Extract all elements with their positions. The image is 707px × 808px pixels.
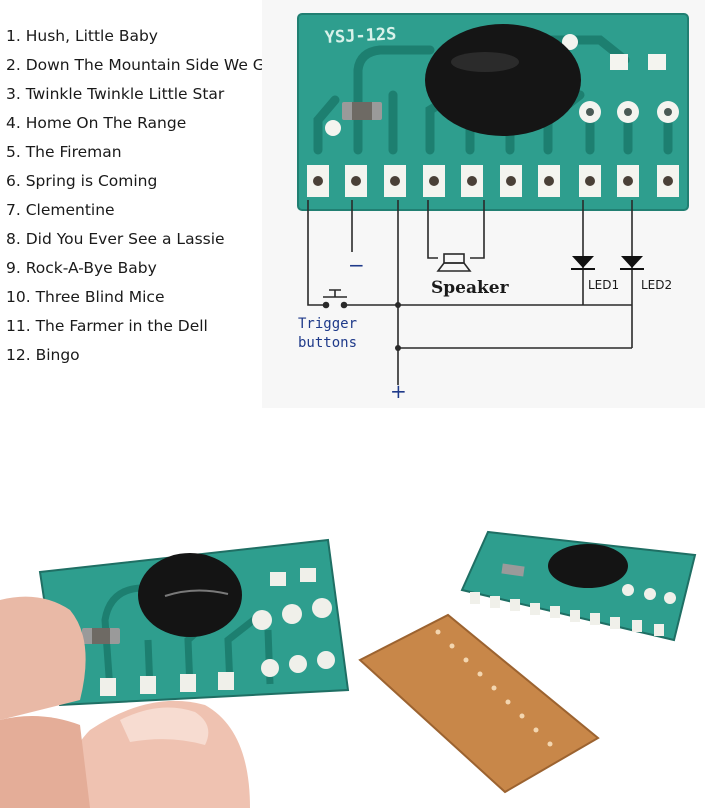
song-item: 10. Three Blind Mice [6,288,165,306]
sound-module-board-photo-right [460,530,697,642]
board-model-label: YSJ-12S [324,24,397,48]
edge-pad-hole [544,176,554,186]
speaker-symbol [436,253,472,272]
song-item: 9. Rock-A-Bye Baby [6,259,157,277]
plus-label: + [390,379,407,403]
minus-label: − [348,253,365,277]
led2-diode-symbol [620,256,644,270]
wiring [307,200,633,385]
wiring-diagram: YSJ-12S [262,0,705,408]
edge-pad-hole [623,176,633,186]
sound-module-board-photo-left [38,538,350,707]
edge-pad-hole [467,176,477,186]
song-item: 12. Bingo [6,346,80,364]
epoxy-chip-photo-right [548,544,628,588]
song-item: 3. Twinkle Twinkle Little Star [6,85,225,103]
song-item: 11. The Farmer in the Dell [6,317,208,335]
trigger-label-line2: buttons [298,335,357,351]
trigger-button-symbol [322,289,348,309]
edge-pad-hole [585,176,595,186]
product-photo [0,500,707,808]
song-item: 2. Down The Mountain Side We Go [6,56,275,74]
song-item: 1. Hush, Little Baby [6,27,158,45]
sound-module-board: YSJ-12S [297,13,689,211]
led1-diode-symbol [571,256,595,270]
round-pads [325,34,679,136]
trigger-label-line1: Trigger [298,316,357,332]
holding-fingers [0,596,250,808]
edge-pad-hole [313,176,323,186]
edge-pad-hole [351,176,361,186]
song-item: 4. Home On The Range [6,114,187,132]
edge-pads [307,165,679,197]
song-item: 8. Did You Ever See a Lassie [6,230,225,248]
led1-label: LED1 [588,278,619,292]
speaker-label: Speaker [431,278,510,298]
led2-label: LED2 [641,278,672,292]
edge-pad-hole [506,176,516,186]
song-item: 6. Spring is Coming [6,172,158,190]
song-item: 7. Clementine [6,201,115,219]
song-item: 5. The Fireman [6,143,122,161]
edge-pad-hole [429,176,439,186]
edge-pad-hole [390,176,400,186]
song-list: 1. Hush, Little Baby 2. Down The Mountai… [6,22,274,370]
epoxy-chip-photo-left [138,553,242,637]
edge-pad-hole [663,176,673,186]
bare-pcb-back [358,613,600,794]
epoxy-chip [425,24,581,136]
